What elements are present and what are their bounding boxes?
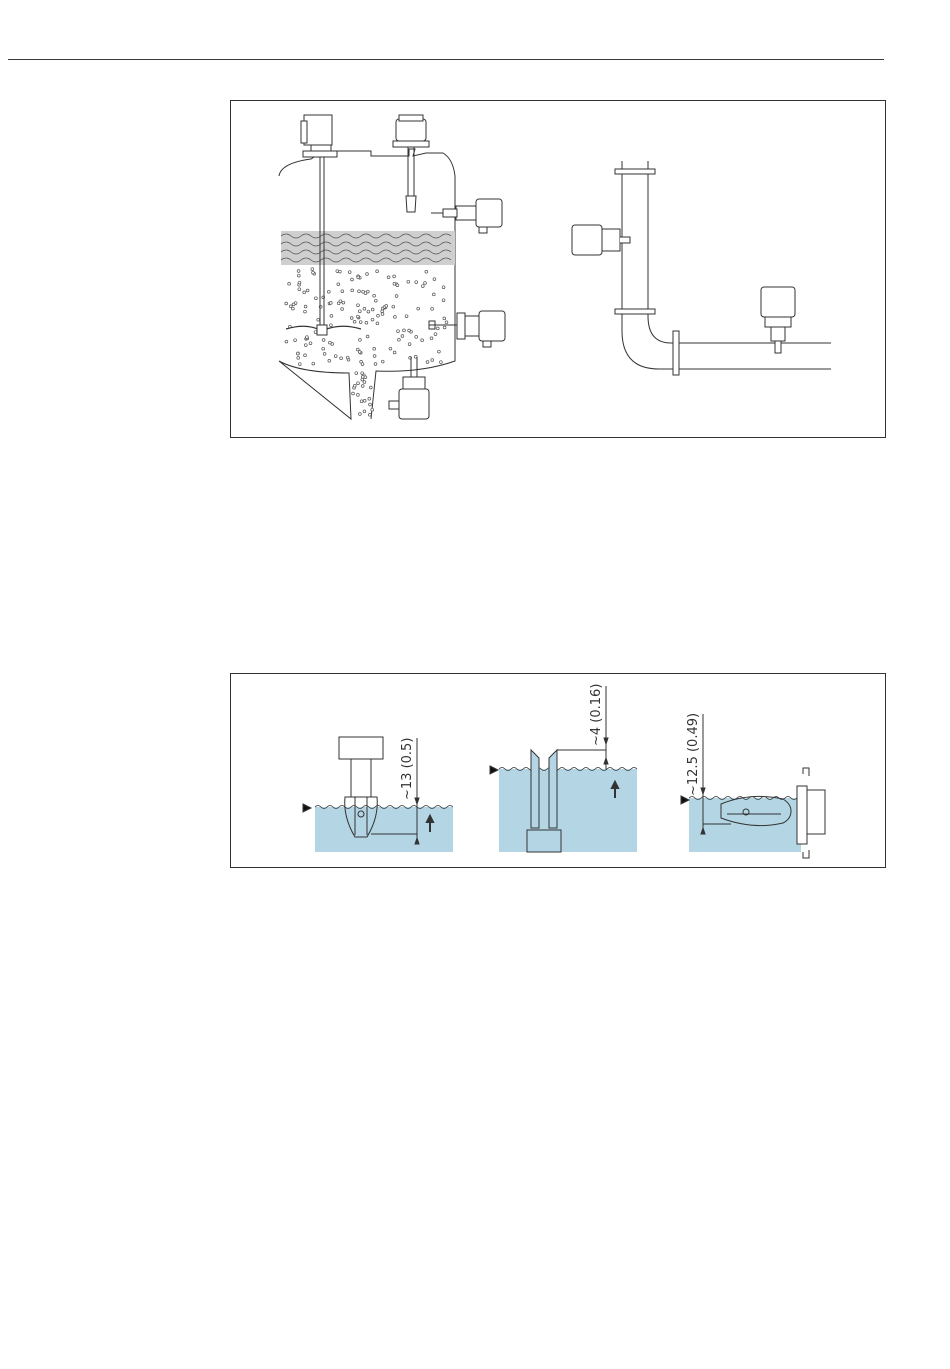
dimension-label-left: ~13 (0.5) bbox=[400, 738, 415, 800]
switch-point-vertical-bottom: ~4 (0.16) bbox=[490, 684, 637, 852]
tank-icon bbox=[279, 115, 505, 419]
switch-point-vertical-top: ~13 (0.5) bbox=[303, 737, 453, 852]
vibronic-level-switch-icon bbox=[572, 225, 630, 255]
switch-point-horizontal: ~12.5 (0.49) bbox=[681, 713, 825, 858]
pipe-installation-icon bbox=[572, 161, 831, 375]
dimension-label-right: ~12.5 (0.49) bbox=[686, 713, 701, 796]
installation-examples-figure bbox=[230, 100, 886, 438]
switch-point-figure: ~13 (0.5) ~4 (0.16) ~12.5 (0.49) bbox=[230, 673, 886, 868]
dimension-label-middle: ~4 (0.16) bbox=[589, 684, 604, 746]
page-header-rule bbox=[8, 59, 884, 60]
